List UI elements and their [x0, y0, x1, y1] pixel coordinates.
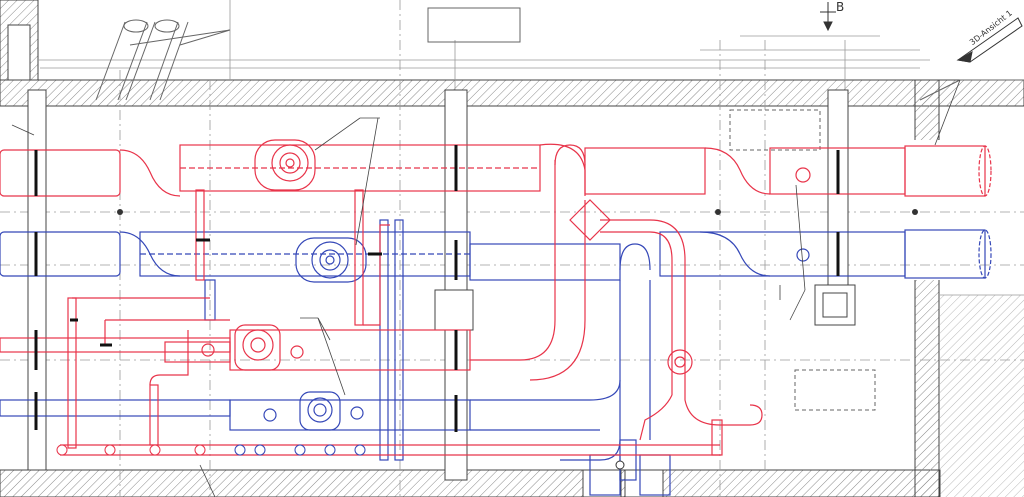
return-pipes [0, 219, 992, 496]
flange-markers [34, 145, 840, 432]
view-arrow [956, 17, 1023, 63]
bottom-wall [0, 469, 941, 497]
right-outside-hatch [940, 295, 1024, 497]
left-column-inner [7, 24, 31, 81]
bottom-opening-left [582, 469, 622, 497]
bottom-fittings [56, 444, 625, 470]
section-marker-label: B [836, 0, 845, 14]
wall-opening [905, 140, 945, 280]
top-wall [0, 79, 1024, 107]
hanger-markers [117, 209, 918, 215]
support-columns [27, 89, 856, 481]
top-equipment [95, 7, 1024, 411]
bottom-opening-right [624, 469, 664, 497]
leader-lines [11, 79, 961, 497]
supply-pipes [0, 139, 992, 456]
section-marker-symbol [820, 2, 836, 32]
